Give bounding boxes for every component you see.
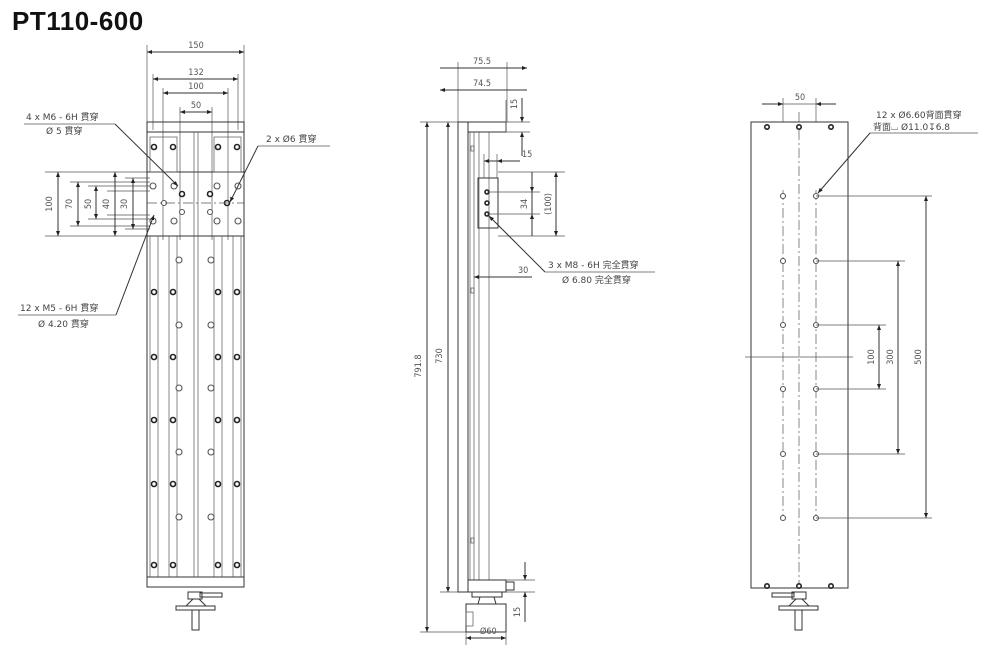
- dim-15-bottom: 15: [513, 607, 523, 617]
- dim-15-side: 15: [522, 150, 532, 160]
- dim-730: 730: [435, 348, 445, 363]
- dim-132: 132: [188, 68, 203, 78]
- note-m5-drill: Ø 4.20 貫穿: [38, 318, 89, 330]
- note-m8-drill: Ø 6.80 完全貫穿: [562, 274, 631, 286]
- dim-d60: Ø60: [480, 626, 497, 637]
- note-m5-holes: 12 x M5 - 6H 貫穿: [20, 302, 98, 314]
- dim-15-top: 15: [510, 99, 520, 109]
- note-d6-holes: 2 x Ø6 貫穿: [266, 133, 316, 145]
- dim-150: 150: [188, 41, 203, 51]
- side-view: 75.5 74.5 15 15: [414, 57, 655, 645]
- note-counterbore-holes: 12 x Ø6.60背面貫穿: [876, 109, 962, 121]
- dim-100-pitch: 100: [867, 349, 877, 364]
- dim-70: 70: [65, 199, 75, 209]
- dim-791-8: 791.8: [414, 354, 424, 377]
- dim-30-side: 30: [518, 266, 528, 276]
- dim-34: 34: [520, 199, 530, 209]
- dim-50-h: 50: [84, 199, 94, 209]
- dim-100-h: 100: [45, 196, 55, 211]
- drawing-title: PT110-600: [12, 6, 144, 36]
- note-counterbore-spec: 背面⌴ Ø11.0↧6.8: [873, 121, 950, 133]
- dim-40: 40: [102, 199, 112, 209]
- note-m6-drill: Ø 5 貫穿: [46, 125, 83, 137]
- dim-100-ref: (100): [544, 193, 554, 215]
- note-m6-holes: 4 x M6 - 6H 貫穿: [26, 111, 99, 123]
- note-m8-holes: 3 x M8 - 6H 完全貫穿: [548, 259, 639, 271]
- dim-500: 500: [914, 349, 924, 364]
- dim-75-5: 75.5: [473, 57, 491, 67]
- dim-300: 300: [886, 349, 896, 364]
- bottom-view: 50 100 300 500 12: [745, 93, 978, 631]
- dim-30: 30: [120, 199, 130, 209]
- dim-50-w: 50: [191, 101, 201, 111]
- dim-74-5: 74.5: [473, 79, 491, 89]
- dim-100-w: 100: [188, 82, 203, 92]
- dim-50-bottom: 50: [795, 93, 805, 103]
- front-view: 150 132 100 50: [18, 41, 330, 631]
